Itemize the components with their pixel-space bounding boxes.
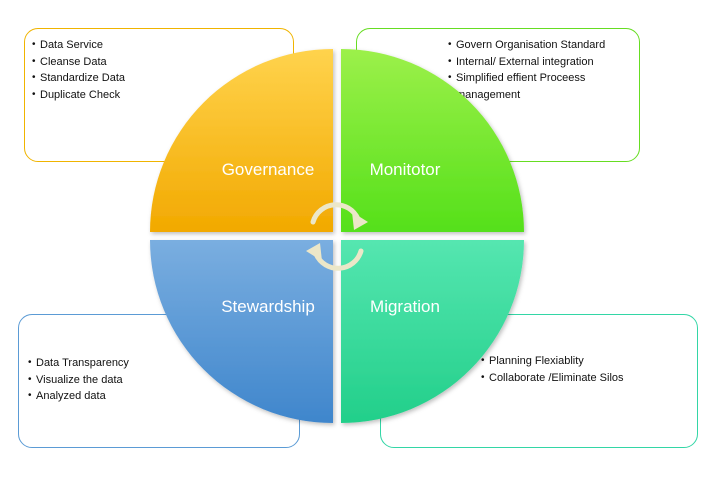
list-item: Collaborate /Eliminate Silos	[481, 370, 691, 387]
list-item: Visualize the data	[28, 372, 228, 389]
list-item: Data Transparency	[28, 355, 228, 372]
governance-label: Governance	[222, 160, 315, 179]
migration-quadrant	[341, 240, 524, 423]
governance-quadrant	[150, 49, 333, 232]
top-left-list: Data Service Cleanse Data Standardize Da…	[32, 37, 232, 103]
stewardship-label: Stewardship	[221, 297, 315, 316]
bottom-right-list: Planning Flexiablity Collaborate /Elimin…	[481, 353, 691, 386]
list-item: Internal/ External integration	[448, 54, 633, 71]
top-right-list: Govern Organisation Standard Internal/ E…	[448, 37, 633, 103]
list-item: Simplified effient Proceess management	[448, 70, 633, 103]
circular-arrows-icon	[306, 202, 368, 271]
stewardship-quadrant	[150, 240, 333, 423]
list-item: Standardize Data	[32, 70, 232, 87]
list-item: Data Service	[32, 37, 232, 54]
list-item: Duplicate Check	[32, 87, 232, 104]
migration-label: Migration	[370, 297, 440, 316]
list-item: Govern Organisation Standard	[448, 37, 633, 54]
bottom-left-list: Data Transparency Visualize the data Ana…	[28, 355, 228, 405]
list-item: Planning Flexiablity	[481, 353, 691, 370]
monitor-label: Monitotor	[370, 160, 441, 179]
list-item: Cleanse Data	[32, 54, 232, 71]
list-item: Analyzed data	[28, 388, 228, 405]
monitor-quadrant	[341, 49, 524, 232]
